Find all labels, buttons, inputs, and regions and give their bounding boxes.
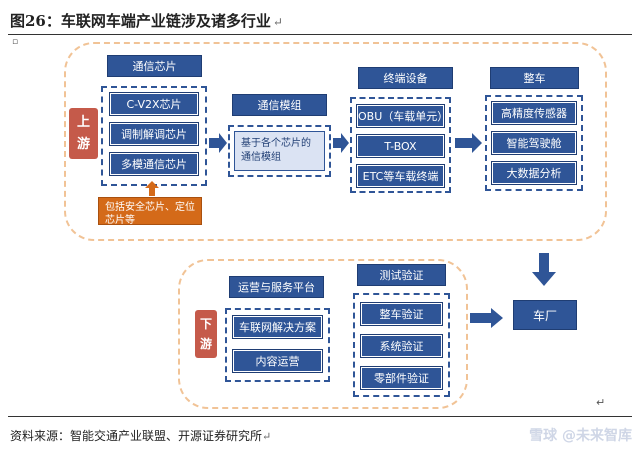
vehicle-item: 高精度传感器	[492, 102, 576, 124]
ops-group	[225, 308, 330, 382]
return-mark-2: ↵	[596, 396, 606, 409]
comm-chip-item: 调制解调芯片	[110, 123, 198, 145]
arrow-module-to-terminal-icon	[333, 133, 349, 153]
testing-item: 零部件验证	[361, 367, 442, 389]
terminal-header: 终端设备	[358, 67, 453, 89]
comm-module-group	[228, 125, 331, 177]
vehicle-header: 整车	[490, 67, 579, 89]
ops-item: 车联网解决方案	[233, 316, 322, 338]
arrow-chip-to-module-icon	[209, 133, 227, 153]
terminal-item: T-BOX	[357, 135, 444, 157]
return-mark-3: ↵	[262, 430, 272, 443]
comm-chip-item: C-V2X芯片	[110, 93, 198, 115]
testing-item: 整车验证	[361, 303, 442, 325]
upstream-side-label: 上 游	[69, 108, 98, 159]
comm-module-desc: 基于各个芯片的通信模组	[234, 131, 325, 171]
terminal-item: ETC等车载终端	[357, 165, 444, 187]
vehicle-item: 智能驾驶舱	[492, 132, 576, 154]
comm-chip-header: 通信芯片	[107, 55, 202, 77]
footer-divider	[8, 416, 632, 417]
figure-title-text: 图26：车联网车端产业链涉及诸多行业	[10, 12, 271, 30]
upstream-container	[64, 42, 607, 241]
testing-header: 测试验证	[357, 264, 446, 286]
corner-mark: ▫	[12, 37, 19, 47]
downstream-side-label: 下 游	[195, 310, 217, 358]
downstream-label-top: 下	[199, 317, 212, 331]
upstream-label-top: 上	[76, 114, 90, 130]
arrow-note-to-chips-icon	[145, 181, 159, 196]
terminal-group	[350, 97, 451, 193]
testing-item: 系统验证	[361, 335, 442, 357]
downstream-label-bottom: 游	[199, 337, 212, 351]
testing-group	[353, 293, 450, 397]
ops-item: 内容运营	[233, 350, 322, 372]
vehicle-item: 大数据分析	[492, 162, 576, 184]
arrow-terminal-to-vehicle-icon	[455, 133, 482, 153]
comm-chip-item: 多模通信芯片	[110, 153, 198, 175]
source-text: 资料来源：智能交通产业联盟、开源证券研究所	[10, 429, 263, 443]
watermark: 雪球 @未来智库	[529, 428, 632, 444]
comm-module-header: 通信模组	[232, 94, 327, 116]
return-mark: ↵	[272, 15, 283, 29]
title-divider	[8, 34, 632, 35]
comm-chip-note: 包括安全芯片、定位芯片等	[98, 197, 202, 226]
oem-box: 车厂	[513, 300, 577, 330]
source-note: 资料来源：智能交通产业联盟、开源证券研究所↵	[10, 427, 271, 444]
arrow-vehicle-to-oem-icon	[532, 253, 556, 286]
terminal-item: OBU（车载单元）	[357, 105, 448, 127]
figure-title: 图26：车联网车端产业链涉及诸多行业↵	[10, 10, 283, 31]
arrow-downstream-to-oem-icon	[470, 308, 503, 328]
downstream-container	[178, 259, 468, 409]
upstream-label-bottom: 游	[76, 136, 90, 152]
vehicle-group	[485, 95, 583, 191]
ops-header: 运营与服务平台	[229, 276, 324, 298]
